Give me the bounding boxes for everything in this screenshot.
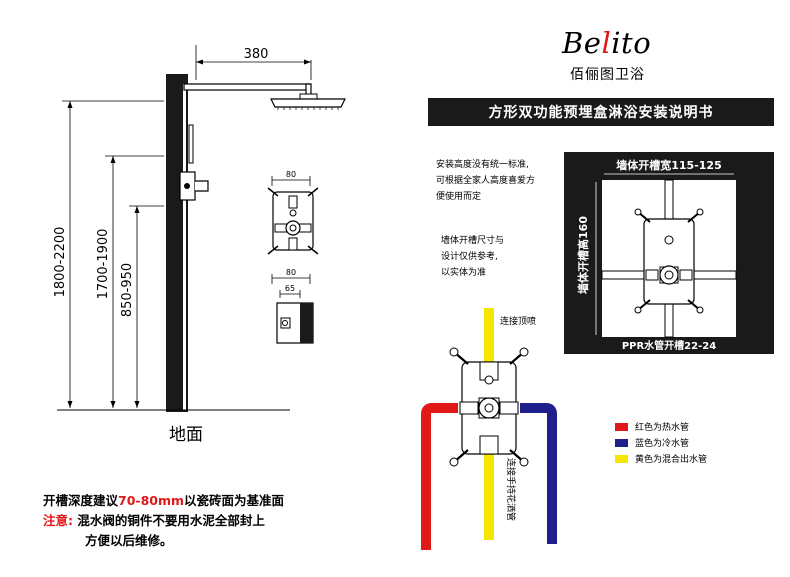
box-width-side-label: 80 xyxy=(286,268,296,277)
legend-item-cold: 蓝色为冷水管 xyxy=(615,436,689,449)
box-side-view: 80 65 xyxy=(271,268,314,344)
wall-elevation-diagram: 380 1800-2200 1700-1900 850-950 地面 80 xyxy=(53,45,346,445)
box-front-view: 80 xyxy=(267,170,319,255)
hand-shower-holder xyxy=(188,124,194,164)
height-total-label: 1800-2200 xyxy=(53,227,68,298)
attention-text-1: 混水阀的铜件不要用水泥全部封上 xyxy=(77,513,265,528)
mixed-outlet-pipe-top xyxy=(484,308,494,368)
ground-label: 地面 xyxy=(169,425,203,445)
pipe-valve-box xyxy=(449,347,529,467)
wall xyxy=(166,74,188,412)
groove-height-label: 墙体开槽高160 xyxy=(576,216,590,294)
groove-depth-suffix: 以瓷砖面为基准面 xyxy=(184,493,285,508)
legend-swatch-red xyxy=(615,422,628,431)
height-note: 安装高度没有统一标准, 可根据全家人高度喜爱方 便使用而定 xyxy=(436,160,536,202)
mixed-outlet-pipe-bottom xyxy=(484,440,494,540)
groove-depth-prefix: 开槽深度建议 xyxy=(43,493,119,508)
top-connection-label: 连接顶喷 xyxy=(500,315,536,327)
attention-note: 注意: 混水阀的铜件不要用水泥全部封上 xyxy=(43,511,265,531)
box-width-top-label: 80 xyxy=(286,170,296,179)
groove-valve-box xyxy=(634,208,704,314)
valve-handle xyxy=(195,180,209,192)
attention-label: 注意: xyxy=(43,513,73,528)
size-note: 墙体开槽尺寸与 设计仅供参考, 以实体为准 xyxy=(441,236,505,278)
page-title: 方形双功能预埋盒淋浴安装说明书 xyxy=(428,98,774,126)
brand-logo: Belito xyxy=(562,26,652,60)
box-depth-label: 65 xyxy=(285,284,295,293)
bottom-connection-label: 连接手持花洒管 xyxy=(505,458,517,521)
groove-depth-note: 开槽深度建议70-80mm以瓷砖面为基准面 xyxy=(43,491,284,511)
groove-width-label: 墙体开槽宽115-125 xyxy=(616,158,722,172)
height-low-label: 850-950 xyxy=(120,263,135,317)
groove-depth-value: 70-80mm xyxy=(118,493,185,508)
cold-water-pipe xyxy=(520,403,557,544)
legend-swatch-blue xyxy=(615,438,628,447)
brand-subtitle: 佰俪图卫浴 xyxy=(570,67,645,83)
arm-length-label: 380 xyxy=(244,47,269,62)
hot-water-pipe xyxy=(421,403,458,550)
wall-groove-diagram: 墙体开槽宽115-125 PPR水管开槽22-24 墙体开槽高160 xyxy=(564,152,774,354)
pipe-groove-label: PPR水管开槽22-24 xyxy=(622,339,716,352)
height-mid-label: 1700-1900 xyxy=(96,229,111,300)
shower-arm xyxy=(183,83,311,91)
legend-item-hot: 红色为热水管 xyxy=(615,420,689,433)
legend-swatch-yellow xyxy=(615,454,628,463)
pipe-connection-diagram: 连接顶喷 连接手持花洒管 xyxy=(421,308,557,550)
shower-head xyxy=(270,98,346,108)
wall-tile-face xyxy=(183,84,186,410)
legend-item-mixed: 黄色为混合出水管 xyxy=(615,452,707,465)
attention-text-2: 方便以后维修。 xyxy=(85,533,173,548)
